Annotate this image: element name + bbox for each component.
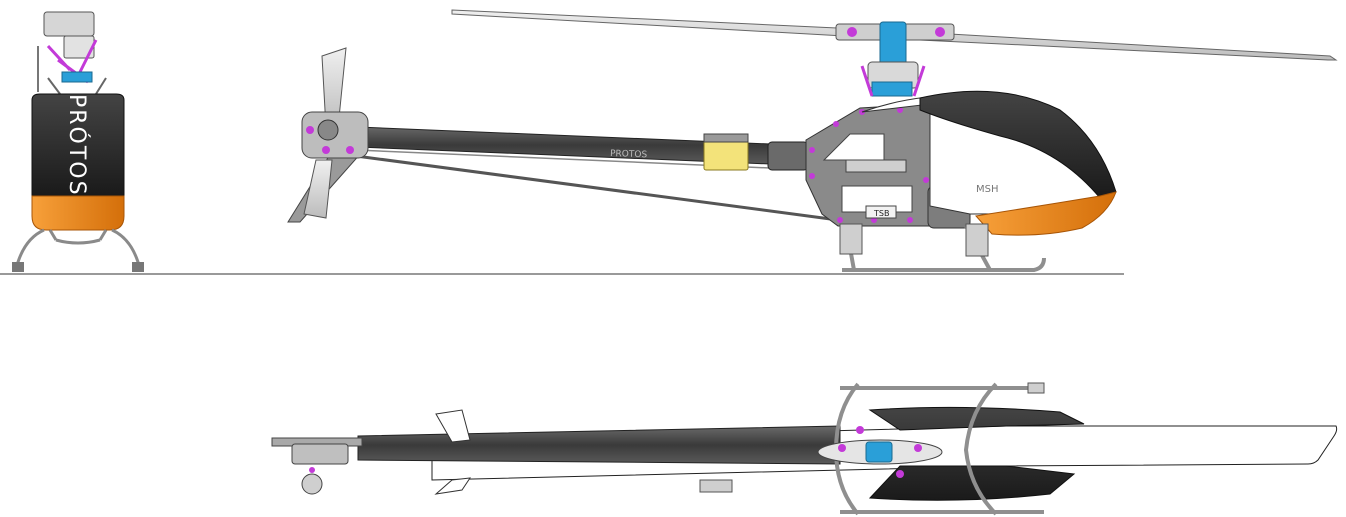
frame-label-plate [865,205,897,219]
top-tail-gearbox [271,437,363,495]
front-canopy-orange [31,195,125,231]
landing-gear-strut-front [965,223,989,257]
top-servo [699,479,733,493]
landing-gear-strut-rear [839,223,863,255]
tail-gearbox [301,111,369,159]
canopy-orange [975,191,1117,236]
canopy-mark: MSH [976,184,999,195]
tail-control-rod [355,149,771,169]
front-view: PRÓTOS [12,11,144,272]
top-tail-support [435,409,471,443]
top-view [271,382,1338,516]
tail-servo [703,139,749,171]
front-rotor-head-block [43,11,95,37]
top-skid-front [1027,382,1045,394]
tail-blade-lower [303,159,333,219]
front-upper-frame [47,77,107,95]
top-tail-boom [357,425,841,465]
boom-decal: PROTOS [610,149,648,160]
top-landing-gear [833,382,1044,516]
front-swashplate [61,71,93,83]
front-skid-left [12,262,24,272]
top-rotor-head [817,426,943,478]
side-view: PROTOS TSB [287,9,1338,272]
boom-clamp [767,141,809,171]
front-skid-right [132,262,144,272]
front-landing-gear [16,228,140,272]
main-gear [845,159,907,173]
front-canopy-black [31,93,125,197]
frame-label: TSB [873,209,889,218]
tail-servo-mount [703,133,749,143]
top-tail-support-lower [434,477,472,495]
tail-support-strut [355,154,839,222]
main-rotor-head [835,21,955,97]
front-brand-wordmark: PRÓTOS [64,94,90,197]
